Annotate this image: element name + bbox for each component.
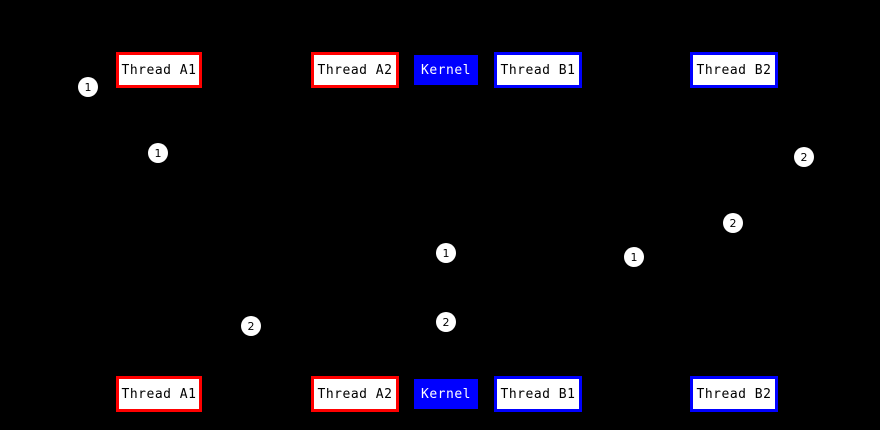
step-badge: 2 bbox=[723, 213, 743, 233]
participant-thread-a1-top[interactable]: Thread A1 bbox=[116, 52, 202, 88]
participant-label: Kernel bbox=[421, 62, 471, 78]
lifeline-thread-b1 bbox=[538, 88, 539, 376]
step-badge: 2 bbox=[436, 312, 456, 332]
participant-label: Kernel bbox=[421, 386, 471, 402]
step-badge: 1 bbox=[436, 243, 456, 263]
step-badge: 2 bbox=[794, 147, 814, 167]
message-kernel-to-a1 bbox=[159, 345, 446, 346]
step-badge-label: 2 bbox=[800, 150, 808, 164]
step-badge-label: 1 bbox=[442, 246, 450, 260]
message-a1-to-kernel bbox=[159, 190, 446, 191]
step-badge: 1 bbox=[148, 143, 168, 163]
participant-thread-a2-top[interactable]: Thread A2 bbox=[311, 52, 399, 88]
step-badge-label: 2 bbox=[729, 216, 737, 230]
step-badge: 1 bbox=[78, 77, 98, 97]
participant-label: Thread B2 bbox=[696, 62, 772, 78]
message-kernel-to-b1 bbox=[446, 220, 538, 221]
step-badge-label: 1 bbox=[630, 250, 638, 264]
participant-kernel-top[interactable]: Kernel bbox=[414, 55, 478, 85]
step-badge: 1 bbox=[624, 247, 644, 267]
participant-label: Thread A2 bbox=[317, 386, 393, 402]
participant-kernel-bottom[interactable]: Kernel bbox=[414, 379, 478, 409]
participant-label: Thread A1 bbox=[121, 386, 197, 402]
step-badge: 2 bbox=[241, 316, 261, 336]
participant-thread-b1-bottom[interactable]: Thread B1 bbox=[494, 376, 582, 412]
participant-thread-a2-bottom[interactable]: Thread A2 bbox=[311, 376, 399, 412]
step-badge-label: 1 bbox=[154, 146, 162, 160]
lifeline-thread-a1 bbox=[159, 88, 160, 376]
participant-label: Thread A1 bbox=[121, 62, 197, 78]
message-b2-to-kernel bbox=[446, 290, 734, 291]
participant-label: Thread B1 bbox=[500, 62, 576, 78]
participant-thread-b1-top[interactable]: Thread B1 bbox=[494, 52, 582, 88]
participant-thread-a1-bottom[interactable]: Thread A1 bbox=[116, 376, 202, 412]
step-badge-label: 1 bbox=[84, 80, 92, 94]
participant-thread-b2-top[interactable]: Thread B2 bbox=[690, 52, 778, 88]
participant-label: Thread B2 bbox=[696, 386, 772, 402]
lifeline-thread-a2 bbox=[355, 88, 356, 376]
step-badge-label: 2 bbox=[442, 315, 450, 329]
lifeline-kernel bbox=[446, 88, 447, 376]
participant-label: Thread B1 bbox=[500, 386, 576, 402]
participant-label: Thread A2 bbox=[317, 62, 393, 78]
participant-thread-b2-bottom[interactable]: Thread B2 bbox=[690, 376, 778, 412]
step-badge-label: 2 bbox=[247, 319, 255, 333]
